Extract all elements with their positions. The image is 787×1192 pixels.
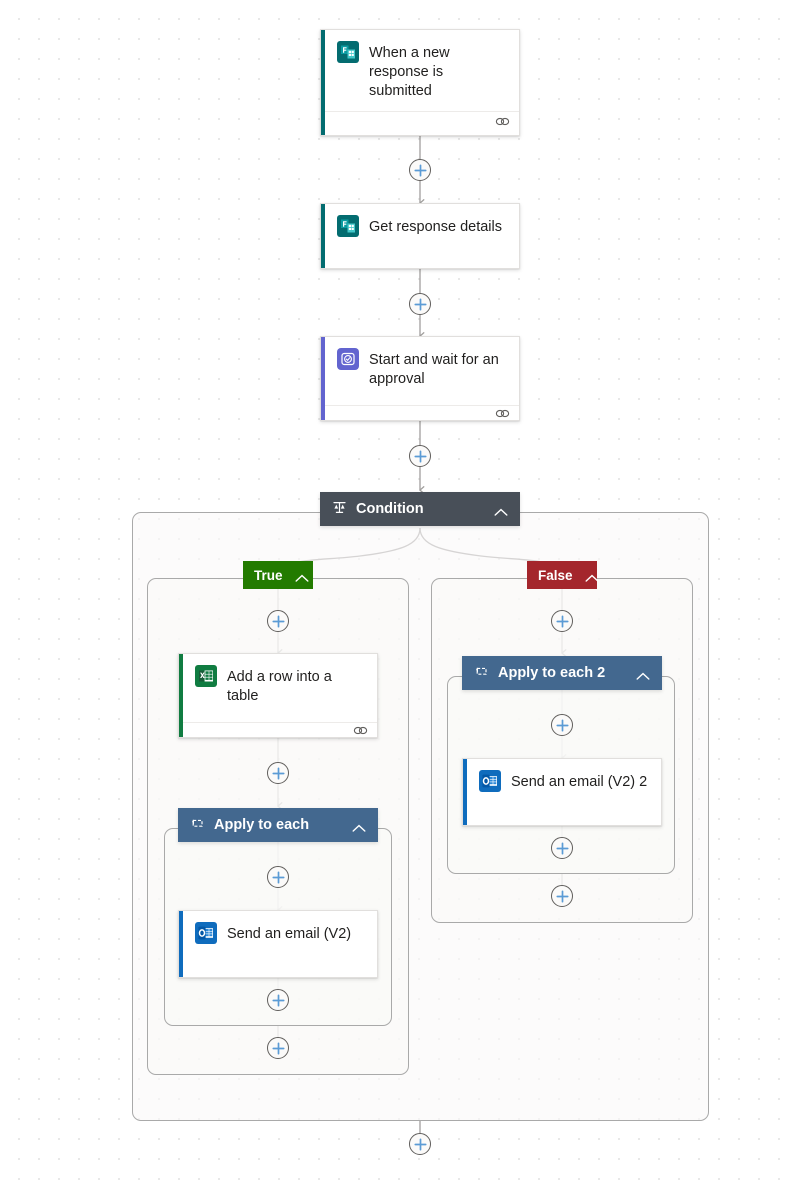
action-title: Send an email (V2) xyxy=(227,926,352,942)
microsoft-forms-icon xyxy=(337,215,359,237)
action-title: Send an email (V2) 2 xyxy=(511,774,648,790)
add-step-after-get-response-details[interactable] xyxy=(409,293,431,315)
link-icon[interactable] xyxy=(495,406,510,420)
condition-title: Condition xyxy=(356,501,424,517)
action-card-footer xyxy=(321,405,519,420)
action-card-get-response-details[interactable]: Get response details xyxy=(320,203,520,269)
link-icon[interactable] xyxy=(495,114,510,132)
add-step-true-branch-bottom[interactable] xyxy=(267,1037,289,1059)
loop-icon xyxy=(190,817,205,834)
add-step-apply-to-each-2-bottom[interactable] xyxy=(551,837,573,859)
add-step-true-branch-top[interactable] xyxy=(267,610,289,632)
action-card-footer xyxy=(179,722,377,737)
chevron-up-icon[interactable] xyxy=(352,821,366,832)
action-card-body[interactable]: Add a row into a table xyxy=(179,654,377,722)
action-title: Get response details xyxy=(369,219,502,235)
action-accent-bar xyxy=(179,911,183,977)
trigger-card-footer xyxy=(321,110,519,135)
trigger-title: When a new response is submitted xyxy=(369,45,450,99)
approvals-icon xyxy=(337,348,359,370)
trigger-card-body[interactable]: When a new response is submitted xyxy=(321,30,519,111)
action-accent-bar xyxy=(321,204,325,268)
action-card-add-a-row-into-a-table[interactable]: Add a row into a table xyxy=(178,653,378,738)
action-card-body[interactable]: Get response details xyxy=(321,204,519,268)
branch-label-true[interactable]: True xyxy=(243,561,313,589)
action-card-start-and-wait-for-an-approval[interactable]: Start and wait for an approval xyxy=(320,336,520,421)
apply-to-each-title: Apply to each xyxy=(214,817,310,833)
condition-icon xyxy=(332,500,347,519)
branch-true-text: True xyxy=(254,567,283,583)
outlook-icon xyxy=(479,770,501,792)
chevron-up-icon[interactable] xyxy=(494,505,508,516)
apply-to-each-header[interactable]: Apply to each xyxy=(178,808,378,842)
branch-false-text: False xyxy=(538,567,573,583)
trigger-card-when-a-new-response-is-submitted[interactable]: When a new response is submitted xyxy=(320,29,520,136)
action-title: Start and wait for an approval xyxy=(369,352,499,387)
add-step-after-approval[interactable] xyxy=(409,445,431,467)
add-step-after-trigger[interactable] xyxy=(409,159,431,181)
excel-icon xyxy=(195,665,217,687)
action-accent-bar xyxy=(463,759,467,825)
microsoft-forms-icon xyxy=(337,41,359,63)
add-step-apply-to-each-bottom[interactable] xyxy=(267,989,289,1011)
action-card-body[interactable]: Send an email (V2) 2 xyxy=(463,759,661,825)
chevron-up-icon[interactable] xyxy=(636,669,650,680)
add-step-apply-to-each-2-top[interactable] xyxy=(551,714,573,736)
add-step-false-branch-bottom[interactable] xyxy=(551,885,573,907)
add-step-false-branch-top[interactable] xyxy=(551,610,573,632)
apply-to-each-2-title: Apply to each 2 xyxy=(498,665,606,681)
add-step-true-branch-after-excel[interactable] xyxy=(267,762,289,784)
action-card-send-an-email-v2[interactable]: Send an email (V2) xyxy=(178,910,378,978)
outlook-icon xyxy=(195,922,217,944)
action-title: Add a row into a table xyxy=(227,669,332,704)
branch-label-false[interactable]: False xyxy=(527,561,599,589)
add-step-apply-to-each-top[interactable] xyxy=(267,866,289,888)
loop-icon xyxy=(474,665,489,682)
apply-to-each-2-header[interactable]: Apply to each 2 xyxy=(462,656,662,690)
chevron-up-icon[interactable] xyxy=(295,571,309,582)
add-step-after-condition[interactable] xyxy=(409,1133,431,1155)
chevron-up-icon[interactable] xyxy=(585,571,599,582)
condition-header[interactable]: Condition xyxy=(320,492,520,526)
action-accent-bar xyxy=(179,654,183,737)
trigger-accent-bar xyxy=(321,30,325,135)
action-card-body[interactable]: Send an email (V2) xyxy=(179,911,377,977)
action-card-body[interactable]: Start and wait for an approval xyxy=(321,337,519,405)
link-icon[interactable] xyxy=(353,723,368,737)
action-card-send-an-email-v2-2[interactable]: Send an email (V2) 2 xyxy=(462,758,662,826)
action-accent-bar xyxy=(321,337,325,420)
